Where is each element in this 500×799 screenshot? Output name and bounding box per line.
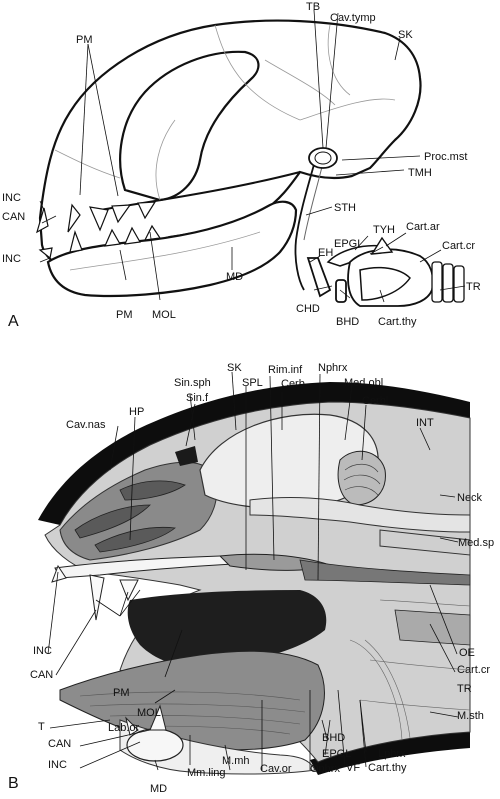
- label-m-sth: M.sth: [457, 710, 484, 722]
- label-mm-ling: Mm.ling: [187, 767, 226, 779]
- label-cerbl: Cerbl: [362, 395, 388, 407]
- lower-jaw: [119, 719, 316, 775]
- label-cart-cr-b: Cart.cr: [457, 664, 490, 676]
- label-cav-nas: Cav.nas: [66, 419, 106, 431]
- label-cerb: Cerb: [281, 378, 305, 390]
- label-cart-thy-b: Cart.thy: [368, 762, 407, 774]
- label-med-obl: Med.obl: [344, 377, 383, 389]
- label-neck: Neck: [457, 492, 483, 504]
- label-tyh: TYH: [373, 224, 395, 236]
- label-lab-or: Lab.or: [108, 722, 140, 734]
- label-md-b: MD: [150, 783, 167, 795]
- label-vf: VF: [346, 762, 360, 774]
- upper-teeth: [36, 201, 157, 234]
- fur-bottom: [310, 732, 470, 775]
- label-inc-top-b: INC: [33, 645, 52, 657]
- label-cart-thy-a: Cart.thy: [378, 316, 417, 328]
- brainstem: [249, 497, 471, 533]
- panel-b-letter: B: [8, 775, 19, 792]
- label-cart-cr-a: Cart.cr: [442, 240, 475, 252]
- label-rim-inf: Rim.inf: [268, 364, 303, 376]
- label-tmh: TMH: [408, 167, 432, 179]
- label-sin-f: Sin.f: [186, 392, 209, 404]
- label-can-a: CAN: [2, 211, 25, 223]
- mandible-outline: [46, 200, 298, 298]
- tongue: [59, 650, 325, 751]
- label-pm-b: PM: [113, 687, 130, 699]
- trachea-b: [394, 609, 471, 646]
- spinal-cord: [379, 529, 471, 556]
- panel-b-leaders: [47, 371, 459, 771]
- label-sin-sph: Sin.sph: [174, 377, 211, 389]
- label-md-a: MD: [226, 271, 243, 283]
- panel-a: PM TB Cav.tymp SK Proc.mst TMH INC CAN I…: [2, 1, 481, 330]
- tympanic-bulla: [308, 147, 338, 169]
- fur-top: [38, 382, 470, 525]
- label-sk-b: SK: [227, 362, 242, 374]
- label-hp: HP: [129, 406, 144, 418]
- label-epgl-a: EPGL: [334, 238, 363, 250]
- label-sth: STH: [334, 202, 356, 214]
- trachea-rings: [431, 261, 465, 303]
- label-cart-ar: Cart.ar: [406, 221, 440, 233]
- label-nphrx: Nphrx: [318, 362, 348, 374]
- label-tr-b: TR: [457, 683, 472, 695]
- label-cav-tymp: Cav.tymp: [330, 12, 376, 24]
- label-pm-bottom-a: PM: [116, 309, 133, 321]
- label-proc-mst: Proc.mst: [424, 151, 467, 163]
- neck-tissue-lines: [349, 599, 471, 741]
- label-eh: EH: [318, 247, 333, 259]
- mandible-canal: [69, 231, 261, 271]
- label-chd: CHD: [296, 303, 320, 315]
- label-bhd-b: BHD: [322, 732, 345, 744]
- label-mol-b: MOL: [137, 707, 161, 719]
- lower-teeth-b: [125, 704, 167, 736]
- orbit-outline: [119, 50, 260, 202]
- pharynx: [299, 559, 471, 586]
- skull-sutures: [54, 24, 396, 201]
- label-oe: OE: [459, 647, 475, 659]
- panel-a-labels: PM TB Cav.tymp SK Proc.mst TMH INC CAN I…: [2, 1, 481, 330]
- label-med-sp: Med.sp: [458, 537, 494, 549]
- label-int: INT: [416, 417, 434, 429]
- panel-a-leaders: [39, 9, 466, 303]
- cerebellum-folia: [343, 463, 381, 496]
- panel-b-labels: SK Rim.inf Nphrx Sin.sph SPL Cerb Med.ob…: [8, 362, 494, 795]
- label-mol-a: MOL: [152, 309, 176, 321]
- label-tb: TB: [306, 1, 320, 13]
- label-m-mh: M.mh: [222, 755, 250, 767]
- oral-cavity: [127, 590, 327, 667]
- upper-teeth-b: [51, 564, 139, 621]
- label-bhd-a: BHD: [336, 316, 359, 328]
- label-inc-top-a: INC: [2, 192, 21, 204]
- frontal-sinus: [175, 446, 198, 466]
- label-inc-bottom-a: INC: [2, 253, 21, 265]
- label-cav-or: Cav.or: [260, 763, 292, 775]
- label-lphrx: Lphrx: [378, 748, 406, 760]
- label-inc-bottom-b: INC: [48, 759, 67, 771]
- tongue-muscle-fibers: [79, 691, 306, 735]
- label-pm-top: PM: [76, 34, 93, 46]
- label-spl: SPL: [242, 377, 263, 389]
- label-t: T: [38, 721, 45, 733]
- label-sk-a: SK: [398, 29, 413, 41]
- label-can-bottom-b: CAN: [48, 738, 71, 750]
- label-ophrx: Ophrx: [310, 763, 340, 775]
- thyroid-cartilage: [359, 266, 411, 301]
- cerebellum: [337, 450, 386, 506]
- lower-teeth: [38, 224, 162, 260]
- panel-b: SK Rim.inf Nphrx Sin.sph SPL Cerb Med.ob…: [8, 362, 494, 795]
- label-can-top-b: CAN: [30, 669, 53, 681]
- label-epgl-b: EPGL: [322, 748, 351, 760]
- label-tr-a: TR: [466, 281, 481, 293]
- panel-a-letter: A: [8, 313, 19, 330]
